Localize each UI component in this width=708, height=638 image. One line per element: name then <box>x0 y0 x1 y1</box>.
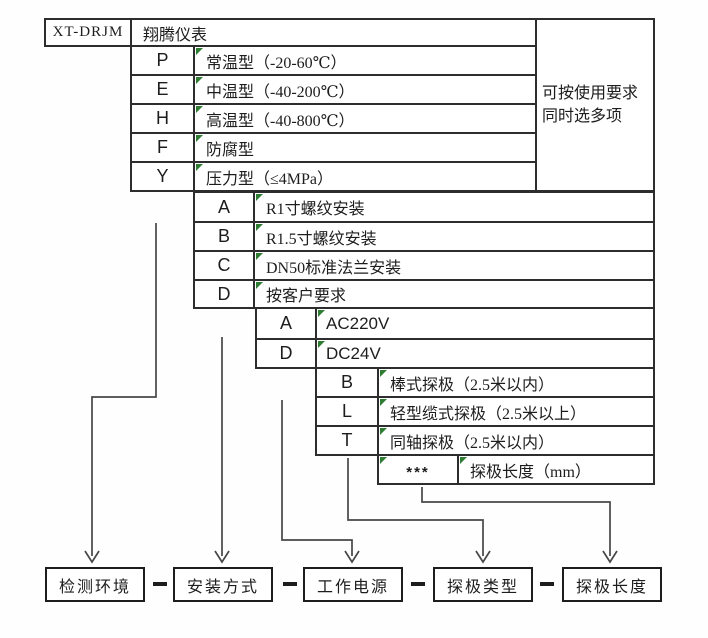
mount-desc-B-text: R1.5寸螺纹安装 <box>266 230 377 248</box>
mount-code-B: B <box>193 221 255 252</box>
corner-marker-icon <box>380 399 387 406</box>
mount-desc-C: DN50标准法兰安装 <box>253 250 655 281</box>
mount-desc-C-text: DN50标准法兰安装 <box>266 259 402 277</box>
connector-length <box>421 487 611 556</box>
length-code-text: *** <box>406 463 430 481</box>
legend-length: 探极长度 <box>562 567 662 602</box>
corner-marker-icon <box>256 253 263 260</box>
mount-desc-A: R1寸螺纹安装 <box>253 191 655 223</box>
legend-env: 检测环境 <box>45 567 145 602</box>
corner-marker-icon <box>460 457 467 464</box>
corner-marker-icon <box>256 194 263 201</box>
power-code-A: A <box>255 307 317 340</box>
probe-desc-B: 棒式探极（2.5米以内） <box>377 367 655 398</box>
arrow-env-icon <box>84 550 100 564</box>
corner-marker-icon <box>318 310 325 317</box>
legend-power: 工作电源 <box>303 567 403 602</box>
model-code-cell: XT-DRJM <box>44 18 132 47</box>
env-desc-H-text: 高温型（-40-800℃） <box>206 112 355 130</box>
length-desc-cell: 探极长度（mm） <box>457 454 655 485</box>
power-desc-D-text: DC24V <box>326 343 381 363</box>
power-code-D: D <box>255 338 317 369</box>
mount-desc-A-text: R1寸螺纹安装 <box>266 201 365 218</box>
length-desc-text: 探极长度（mm） <box>470 463 591 481</box>
legend-dash <box>411 582 425 586</box>
corner-marker-icon <box>196 135 203 142</box>
env-desc-F-text: 防腐型 <box>206 141 255 159</box>
probe-desc-T: 同轴探极（2.5米以内） <box>377 425 655 456</box>
brand-cell: 翔腾仪表 <box>130 18 537 47</box>
arrow-length-icon <box>602 550 618 564</box>
probe-code-B: B <box>315 367 379 398</box>
corner-marker-icon <box>196 48 203 55</box>
corner-marker-icon <box>256 282 263 289</box>
mount-desc-D: 按客户要求 <box>253 279 655 309</box>
corner-marker-icon <box>196 106 203 113</box>
note-line-1: 可按使用要求 <box>542 85 639 102</box>
power-desc-A-text: AC220V <box>326 313 390 333</box>
mount-code-A: A <box>193 191 255 223</box>
env-desc-P-text: 常温型（-20-60℃） <box>206 54 347 72</box>
env-desc-Y: 压力型（≤4MPa） <box>193 161 537 192</box>
corner-marker-icon <box>380 457 387 464</box>
corner-marker-icon <box>196 164 203 171</box>
arrow-mount-icon <box>214 550 230 564</box>
legend-dash <box>540 582 554 586</box>
corner-marker-icon <box>196 77 203 84</box>
note-line-2: 同时选多项 <box>542 108 623 125</box>
connector-env <box>91 223 157 556</box>
arrow-probe-icon <box>475 550 491 564</box>
mount-code-D: D <box>193 279 255 309</box>
corner-marker-icon <box>380 428 387 435</box>
mount-desc-D-text: 按客户要求 <box>266 288 347 305</box>
env-desc-E: 中温型（-40-200℃） <box>193 74 537 105</box>
env-desc-Y-text: 压力型（≤4MPa） <box>206 170 334 188</box>
probe-code-T: T <box>315 425 379 456</box>
env-desc-P: 常温型（-20-60℃） <box>193 45 537 76</box>
probe-desc-L-text: 轻型缆式探极（2.5米以上） <box>390 405 587 423</box>
legend-probe: 探极类型 <box>433 567 533 602</box>
env-desc-F: 防腐型 <box>193 132 537 163</box>
env-desc-E-text: 中温型（-40-200℃） <box>206 83 355 101</box>
env-code-E: E <box>130 74 195 105</box>
legend-mount: 安装方式 <box>173 567 273 602</box>
mount-code-C: C <box>193 250 255 281</box>
env-desc-H: 高温型（-40-800℃） <box>193 103 537 134</box>
power-desc-D: DC24V <box>315 338 655 369</box>
power-desc-A: AC220V <box>315 307 655 340</box>
env-code-F: F <box>130 132 195 163</box>
arrow-power-icon <box>344 550 360 564</box>
env-code-P: P <box>130 45 195 76</box>
probe-code-L: L <box>315 396 379 427</box>
legend-dash <box>153 582 167 586</box>
env-code-H: H <box>130 103 195 134</box>
probe-desc-L: 轻型缆式探极（2.5米以上） <box>377 396 655 427</box>
length-code-cell: *** <box>377 454 459 485</box>
corner-marker-icon <box>380 370 387 377</box>
legend-dash <box>283 582 297 586</box>
multi-select-note: 可按使用要求 同时选多项 <box>535 18 655 192</box>
env-code-Y: Y <box>130 161 195 192</box>
mount-desc-B: R1.5寸螺纹安装 <box>253 221 655 252</box>
probe-desc-B-text: 棒式探极（2.5米以内） <box>390 376 555 394</box>
corner-marker-icon <box>318 341 325 348</box>
corner-marker-icon <box>256 224 263 231</box>
probe-desc-T-text: 同轴探极（2.5米以内） <box>390 434 555 452</box>
